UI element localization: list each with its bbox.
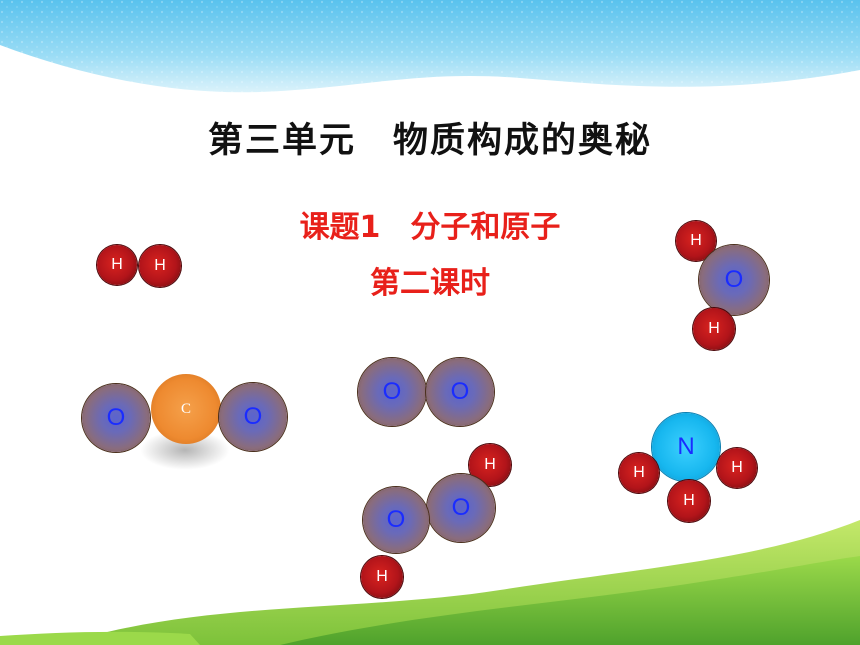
- co2-atom-c: C: [151, 374, 221, 444]
- h2o2-atom-o2: O: [363, 487, 429, 553]
- nh3-atom-h1: H: [619, 453, 659, 493]
- h2o2-atom-h2: H: [361, 556, 403, 598]
- h2o-atom-h2: H: [693, 308, 735, 350]
- nh3-atom-h3: H: [668, 480, 710, 522]
- lesson-title: 课题1 分子和原子: [299, 210, 561, 245]
- nh3-atom-h2: H: [717, 448, 757, 488]
- co2-atom-o2: O: [219, 383, 287, 451]
- o2-atom-o1: O: [358, 358, 426, 426]
- co2-atom-o1: O: [82, 384, 150, 452]
- nh3-atom-n: N: [652, 413, 720, 481]
- o2-atom-o2: O: [426, 358, 494, 426]
- lesson-period: 第二课时: [370, 266, 490, 301]
- h2-atom-h1: H: [97, 245, 137, 285]
- page-title: 第三单元 物质构成的奥秘: [207, 121, 652, 161]
- h2-atom-h2: H: [139, 245, 181, 287]
- h2o2-atom-o1: O: [427, 474, 495, 542]
- h2o-atom-o: O: [699, 245, 769, 315]
